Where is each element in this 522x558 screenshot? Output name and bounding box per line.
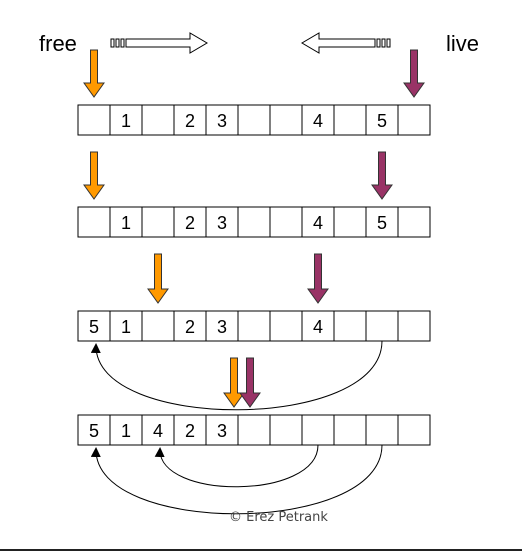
live-pointer-arrow: [403, 49, 425, 98]
cell-value: 3: [217, 421, 227, 441]
memory-cell: [333, 206, 367, 238]
memory-cell: [237, 414, 271, 446]
memory-cell: [397, 310, 431, 342]
memory-cell: [269, 310, 303, 342]
free-pointer-arrow: [147, 253, 169, 304]
memory-cell: [365, 206, 399, 238]
memory-cell: [173, 310, 207, 342]
cell-value: 3: [217, 111, 227, 131]
cell-value: 5: [377, 111, 387, 131]
memory-cell: [109, 104, 143, 136]
memory-cell: [333, 310, 367, 342]
relocation-arc: [90, 444, 383, 515]
memory-row-3: 5 1 2 3 4: [77, 310, 431, 342]
relocation-arc: [90, 340, 383, 411]
memory-cell: [205, 310, 239, 342]
memory-cell: [205, 206, 239, 238]
memory-cell: [237, 104, 271, 136]
memory-cell: [333, 104, 367, 136]
cell-value: 3: [217, 317, 227, 337]
cell-value: 1: [121, 213, 131, 233]
bottom-divider: [0, 549, 522, 551]
cell-value: 5: [377, 213, 387, 233]
memory-cell: [397, 414, 431, 446]
cell-value: 1: [121, 111, 131, 131]
cell-value: 5: [89, 317, 99, 337]
memory-cell: [173, 414, 207, 446]
memory-row-2: 1 2 3 4 5: [77, 206, 431, 238]
free-pointer-arrow: [83, 49, 105, 98]
memory-cell: [141, 206, 175, 238]
memory-cell: [333, 414, 367, 446]
memory-cell: [109, 414, 143, 446]
cell-value: 2: [185, 213, 195, 233]
live-pointer-label: live: [446, 31, 480, 56]
memory-cell: [205, 414, 239, 446]
memory-cell: [237, 310, 271, 342]
cell-value: 4: [313, 213, 323, 233]
memory-cell: [301, 414, 335, 446]
cell-value: 1: [121, 317, 131, 337]
cell-value: 3: [217, 213, 227, 233]
free-pointer-arrow: [223, 357, 245, 408]
memory-row-4: 5 1 4 2 3: [77, 414, 431, 446]
memory-cell: [269, 414, 303, 446]
cell-value: 2: [185, 421, 195, 441]
memory-cell: [269, 104, 303, 136]
live-pointer-arrow: [239, 357, 261, 408]
memory-cell: [109, 310, 143, 342]
cell-value: 4: [153, 421, 163, 441]
cell-value: 2: [185, 111, 195, 131]
copyright-credit: © Erez Petrank: [229, 510, 328, 525]
memory-cell: [141, 104, 175, 136]
memory-cell: [205, 104, 239, 136]
memory-cell: [141, 310, 175, 342]
memory-cell: [77, 104, 111, 136]
memory-cell: [173, 104, 207, 136]
memory-cell: [77, 206, 111, 238]
memory-row-1: 1 2 3 4 5: [77, 104, 431, 136]
live-pointer-arrow: [371, 151, 393, 200]
memory-cell: [109, 206, 143, 238]
free-pointer-arrow: [83, 151, 105, 200]
relocation-arc: [154, 444, 319, 488]
memory-cell: [365, 310, 399, 342]
memory-cell: [77, 414, 111, 446]
live-direction-arrow: [301, 32, 391, 54]
memory-cell: [269, 206, 303, 238]
memory-cell: [397, 206, 431, 238]
memory-cell: [397, 104, 431, 136]
cell-value: 4: [313, 317, 323, 337]
cell-value: 5: [89, 421, 99, 441]
cell-value: 1: [121, 421, 131, 441]
free-direction-arrow: [110, 32, 208, 54]
free-pointer-label: free: [39, 31, 77, 56]
memory-cell: [365, 414, 399, 446]
cell-value: 4: [313, 111, 323, 131]
live-pointer-arrow: [307, 253, 329, 304]
memory-cell: [173, 206, 207, 238]
memory-cell: [301, 206, 335, 238]
memory-cell: [237, 206, 271, 238]
cell-value: 2: [185, 317, 195, 337]
memory-cell: [365, 104, 399, 136]
